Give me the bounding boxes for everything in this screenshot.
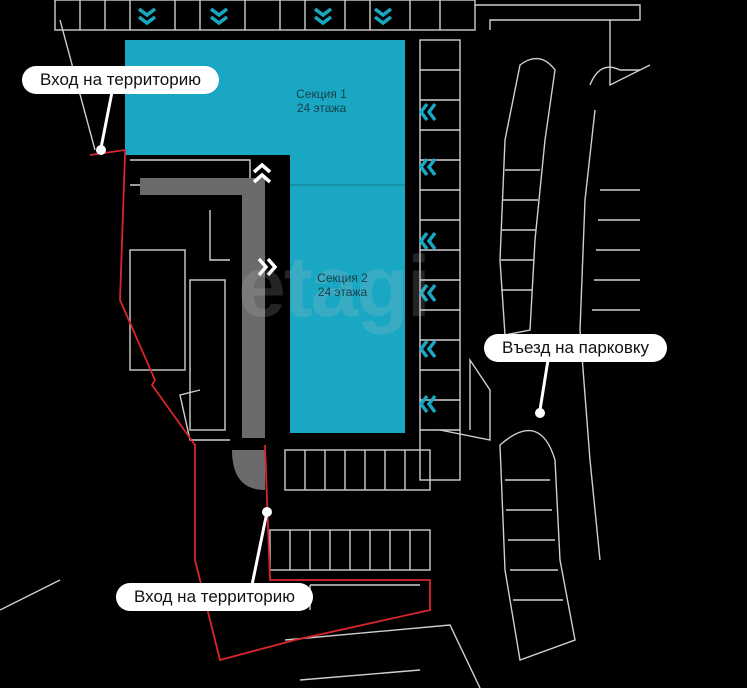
section-2-title: Секция 2 — [317, 271, 368, 285]
site-outlines — [0, 0, 651, 688]
chevron-left-icon — [418, 102, 437, 414]
chevron-right-icon — [257, 257, 278, 277]
driveway — [140, 178, 265, 490]
section-2-floors: 24 этажа — [317, 285, 368, 299]
chevron-down-icon — [137, 7, 393, 26]
section-1-label: Секция 1 24 этажа — [284, 87, 359, 115]
watermark: etagi — [238, 239, 431, 335]
section-2-label: Секция 2 24 этажа — [305, 271, 380, 299]
parking-entrance-label: Въезд на парковку — [484, 334, 668, 362]
entrance-top-label: Вход на территорию — [22, 66, 219, 94]
chevron-up-icon — [252, 162, 272, 184]
section-1-building — [125, 40, 405, 155]
section-1-floors: 24 этажа — [296, 101, 347, 115]
section-2-building — [290, 185, 405, 433]
parking-entrance-marker — [535, 408, 545, 418]
buildings — [125, 40, 405, 433]
pointer-lines — [99, 91, 550, 586]
entrance-bottom-label: Вход на территорию — [116, 583, 313, 611]
section-1-title: Секция 1 — [296, 87, 347, 101]
entrance-top-marker — [96, 145, 106, 155]
territory-boundary — [89, 148, 431, 662]
entrance-bottom-marker — [262, 507, 272, 517]
